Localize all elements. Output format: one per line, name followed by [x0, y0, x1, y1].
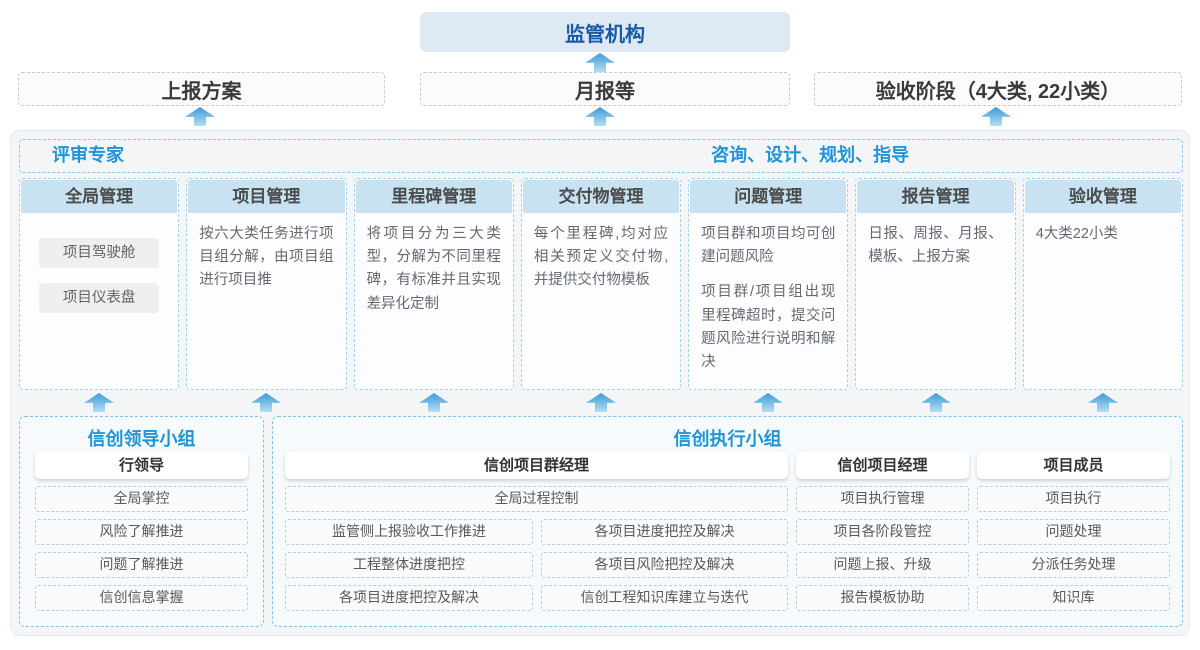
task-item: 全局掌控	[35, 486, 248, 512]
task-item: 各项目进度把控及解决	[541, 519, 788, 545]
exec-group-box: 信创执行小组 信创项目群经理 信创项目经理 项目成员 全局过程控制 项目执行管理…	[272, 416, 1183, 627]
platform-header: 评审专家 咨询、设计、规划、指导	[19, 139, 1183, 173]
task-item: 分派任务处理	[977, 552, 1170, 578]
consult-label: 咨询、设计、规划、指导	[711, 145, 910, 165]
column-title: 问题管理	[690, 180, 847, 213]
chip-project-cockpit: 项目驾驶舱	[39, 238, 160, 268]
up-arrow-icon	[753, 393, 783, 412]
column-milestone-management: 里程碑管理 将项目分为三大类型，分解为不同里程碑，有标准并且实现差异化定制	[353, 178, 514, 390]
role-project-member: 项目成员	[977, 452, 1170, 479]
column-text: 按六大类任务进行项目组分解，由项目组进行项目推	[199, 226, 334, 289]
column-deliverable-management: 交付物管理 每个里程碑,均对应相关预定义交付物,并提供交付物模板	[520, 178, 682, 390]
up-arrow-icon	[84, 393, 114, 412]
task-item: 问题处理	[977, 519, 1170, 545]
column-title: 项目管理	[188, 180, 345, 213]
column-report-management: 报告管理 日报、周报、月报、模板、上报方案	[855, 178, 1016, 390]
task-item: 问题上报、升级	[796, 552, 969, 578]
up-arrow-icon	[921, 393, 951, 412]
column-text: 项目群/项目组出现里程碑超时，提交问题风险进行说明和解决	[701, 284, 836, 370]
up-arrow-icon	[981, 107, 1011, 126]
management-columns: 全局管理 项目驾驶舱 项目仪表盘 项目管理 按六大类任务进行项目组分解，由项目组…	[19, 178, 1183, 390]
task-item: 各项目风险把控及解决	[541, 552, 788, 578]
column-body: 项目驾驶舱 项目仪表盘	[20, 214, 178, 313]
task-item: 风险了解推进	[35, 519, 248, 545]
expert-label: 评审专家	[52, 145, 124, 165]
up-arrow-icon	[419, 393, 449, 412]
role-project-manager: 信创项目经理	[796, 452, 969, 479]
exec-grid: 信创项目群经理 信创项目经理 项目成员 全局过程控制 项目执行管理 项目执行 监…	[285, 452, 1170, 611]
column-body: 4大类22小类	[1024, 214, 1182, 246]
column-text: 项目群和项目均可创建问题风险	[701, 226, 836, 266]
report-acceptance-box: 验收阶段（4大类, 22小类）	[814, 72, 1182, 106]
task-item: 项目各阶段管控	[796, 519, 969, 545]
task-item: 知识库	[977, 585, 1170, 611]
column-text: 日报、周报、月报、模板、上报方案	[868, 226, 1003, 266]
up-arrow-icon	[1088, 393, 1118, 412]
leader-group-title: 信创领导小组	[87, 429, 196, 449]
column-title: 验收管理	[1024, 180, 1181, 213]
task-item: 信创工程知识库建立与迭代	[541, 585, 788, 611]
task-item: 全局过程控制	[285, 486, 788, 512]
column-text: 将项目分为三大类型，分解为不同里程碑，有标准并且实现差异化定制	[366, 226, 501, 312]
task-item: 信创信息掌握	[35, 585, 248, 611]
column-body: 日报、周报、月报、模板、上报方案	[856, 214, 1014, 269]
role-bank-leadership: 行领导	[35, 452, 248, 479]
column-body: 按六大类任务进行项目组分解，由项目组进行项目推	[187, 214, 345, 293]
report-plan-box: 上报方案	[18, 72, 385, 106]
up-arrow-icon	[585, 107, 615, 126]
task-item: 报告模板协助	[796, 585, 969, 611]
column-body: 每个里程碑,均对应相关预定义交付物,并提供交付物模板	[522, 214, 680, 293]
up-arrow-icon	[585, 53, 615, 72]
task-item: 问题了解推进	[35, 552, 248, 578]
column-text: 每个里程碑,均对应相关预定义交付物,并提供交付物模板	[533, 226, 669, 289]
column-acceptance-management: 验收管理 4大类22小类	[1022, 178, 1183, 390]
up-arrow-icon	[586, 393, 616, 412]
task-item: 项目执行	[977, 486, 1170, 512]
column-title: 全局管理	[21, 180, 178, 213]
up-arrow-icon	[185, 107, 215, 126]
leader-group-box: 信创领导小组 行领导 全局掌控 风险了解推进 问题了解推进 信创信息掌握	[19, 416, 264, 627]
task-item: 各项目进度把控及解决	[285, 585, 533, 611]
column-body: 将项目分为三大类型，分解为不同里程碑，有标准并且实现差异化定制	[355, 214, 513, 316]
up-arrow-icon	[251, 393, 281, 412]
column-body: 项目群和项目均可创建问题风险 项目群/项目组出现里程碑超时，提交问题风险进行说明…	[689, 214, 847, 374]
platform-container: 评审专家 咨询、设计、规划、指导 全局管理 项目驾驶舱 项目仪表盘 项目管理 按…	[10, 130, 1190, 636]
report-monthly-box: 月报等	[420, 72, 790, 106]
column-project-management: 项目管理 按六大类任务进行项目组分解，由项目组进行项目推	[186, 178, 347, 390]
column-title: 里程碑管理	[355, 180, 512, 213]
exec-group-title: 信创执行小组	[673, 429, 782, 449]
regulator-box: 监管机构	[420, 12, 790, 52]
task-item: 监管侧上报验收工作推进	[285, 519, 533, 545]
column-title: 报告管理	[857, 180, 1014, 213]
chip-project-dashboard: 项目仪表盘	[39, 283, 160, 313]
column-issue-management: 问题管理 项目群和项目均可创建问题风险 项目群/项目组出现里程碑超时，提交问题风…	[688, 178, 849, 390]
column-text: 4大类22小类	[1035, 226, 1118, 242]
column-title: 交付物管理	[522, 180, 680, 213]
role-program-manager: 信创项目群经理	[285, 452, 788, 479]
task-item: 工程整体进度把控	[285, 552, 533, 578]
column-global-management: 全局管理 项目驾驶舱 项目仪表盘	[19, 178, 180, 390]
task-item: 项目执行管理	[796, 486, 969, 512]
